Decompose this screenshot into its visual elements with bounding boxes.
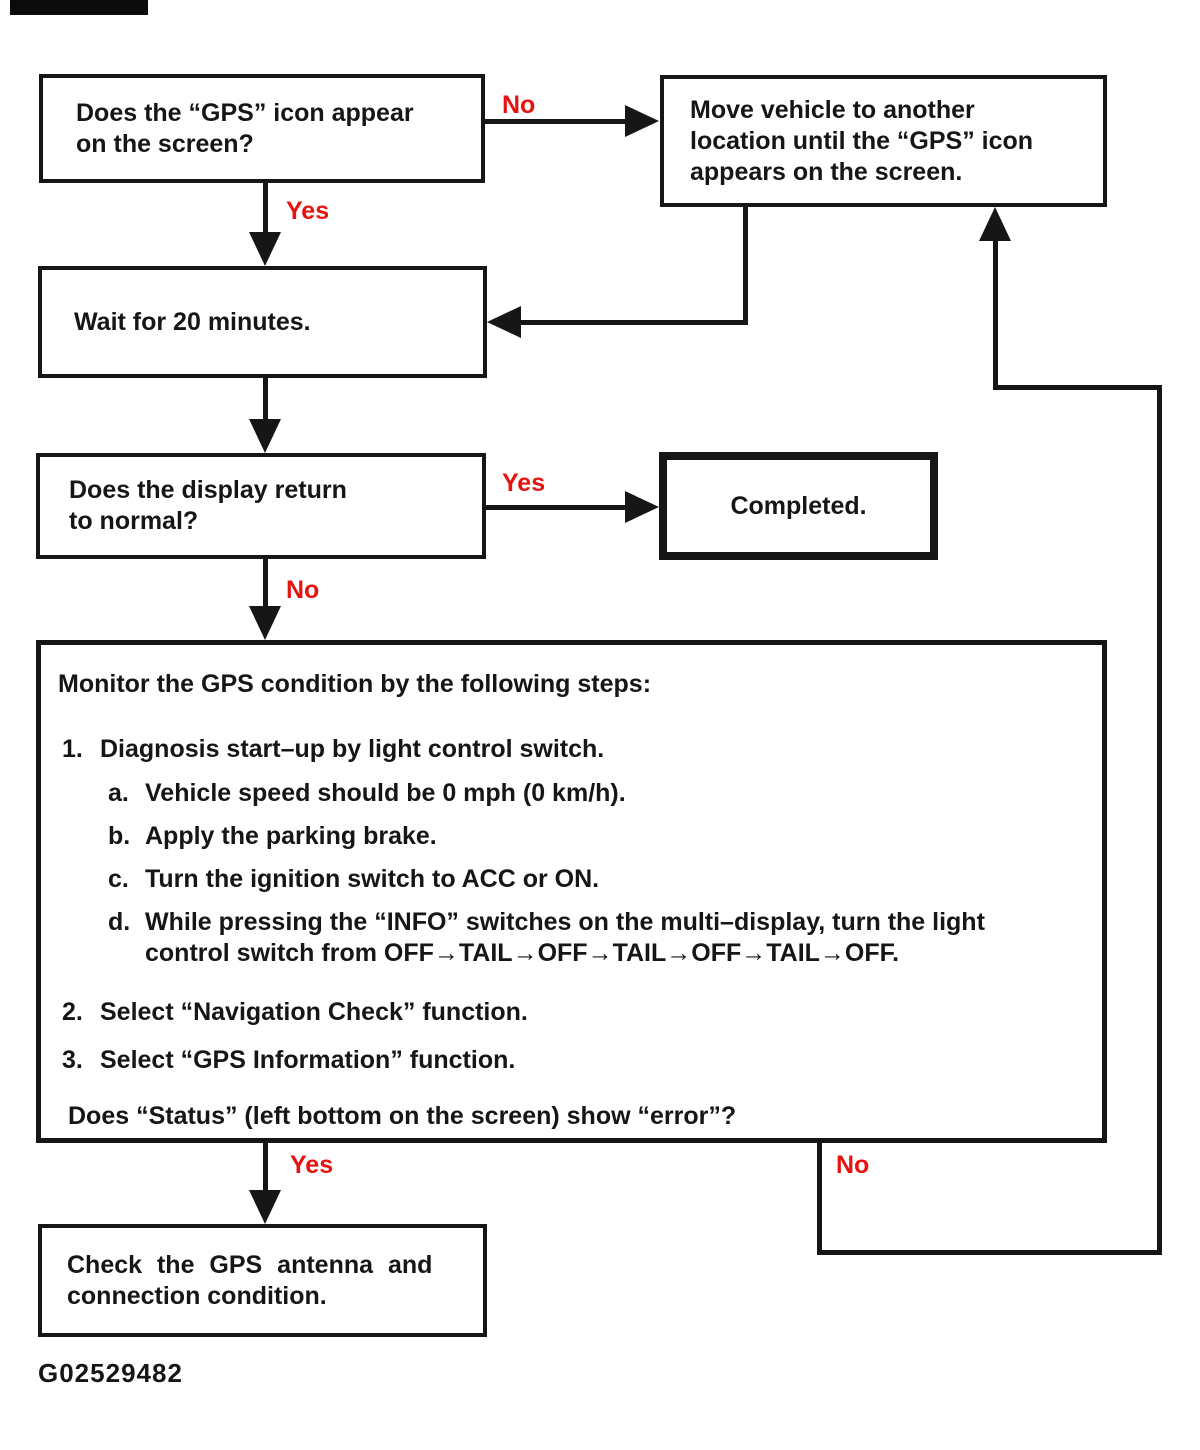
monitor-status-question: Does “Status” (left bottom on the screen… <box>68 1102 737 1130</box>
monitor-heading: Monitor the GPS condition by the followi… <box>58 670 652 698</box>
connector-no-loop-top-line <box>993 385 1162 390</box>
item-text: Diagnosis start–up by light control swit… <box>100 735 605 763</box>
monitor-sub-a: a. Vehicle speed should be 0 mph (0 km/h… <box>108 778 1102 809</box>
connector-b-down-line <box>743 207 748 325</box>
connector-no-loop-bottom-line <box>817 1250 1162 1255</box>
arrowhead-down-icon <box>249 419 281 453</box>
item-text: Select “GPS Information” function. <box>100 1046 516 1074</box>
edge-label-yes-bottom: Yes <box>290 1151 334 1179</box>
edge-label-no-mid: No <box>286 576 320 604</box>
monitor-item-3: 3. Select “GPS Information” function. <box>62 1045 1102 1076</box>
scan-artifact-bar <box>10 0 148 15</box>
node-wait-20-minutes: Wait for 20 minutes. <box>38 266 487 378</box>
arrowhead-down-icon <box>249 1190 281 1224</box>
sub-text: Turn the ignition switch to ACC or ON. <box>145 865 600 893</box>
monitor-sub-d: d. While pressing the “INFO” switches on… <box>108 907 1102 969</box>
sub-letter: d. <box>108 908 131 936</box>
monitor-sub-b: b. Apply the parking brake. <box>108 821 1102 852</box>
item-number: 3. <box>62 1046 83 1074</box>
item-number: 2. <box>62 998 83 1026</box>
arrowhead-up-icon <box>979 207 1011 241</box>
connector-b-left-line <box>521 320 748 325</box>
edge-label-yes-top: Yes <box>286 197 330 225</box>
edge-label-no-top: No <box>502 91 536 119</box>
item-text: Select “Navigation Check” function. <box>100 998 528 1026</box>
monitor-sub-c: c. Turn the ignition switch to ACC or ON… <box>108 864 1102 895</box>
arrowhead-left-icon <box>487 306 521 338</box>
sub-letter: b. <box>108 822 131 850</box>
arrowhead-down-icon <box>249 232 281 266</box>
connector-yes-mid-line <box>486 505 625 510</box>
sub-letter: c. <box>108 865 129 893</box>
sub-letter: a. <box>108 779 129 807</box>
sub-text: Vehicle speed should be 0 mph (0 km/h). <box>145 779 626 807</box>
connector-wait-down-line <box>263 378 268 421</box>
sub-text: Apply the parking brake. <box>145 822 437 850</box>
sub-text: While pressing the “INFO” switches on th… <box>145 908 985 967</box>
connector-no-loop-up-line <box>993 241 998 390</box>
figure-id: G02529482 <box>38 1358 183 1388</box>
monitor-item-1: 1. Diagnosis start–up by light control s… <box>62 734 1102 765</box>
arrowhead-right-icon <box>625 491 659 523</box>
connector-no-loop-right-line <box>1157 385 1162 1255</box>
connector-no-loop-drop-line <box>817 1143 822 1255</box>
node-completed: Completed. <box>659 452 938 560</box>
node-monitor-steps: Monitor the GPS condition by the followi… <box>36 640 1107 1143</box>
connector-yes-top-line <box>263 183 268 234</box>
monitor-item-2: 2. Select “Navigation Check” function. <box>62 997 1102 1028</box>
connector-no-top-line <box>485 119 625 124</box>
arrowhead-right-icon <box>625 105 659 137</box>
arrowhead-down-icon <box>249 606 281 640</box>
item-number: 1. <box>62 735 83 763</box>
connector-no-mid-line <box>263 559 268 608</box>
connector-yes-bottom-line <box>263 1143 268 1192</box>
edge-label-yes-mid: Yes <box>502 469 546 497</box>
edge-label-no-bottom: No <box>836 1151 870 1179</box>
